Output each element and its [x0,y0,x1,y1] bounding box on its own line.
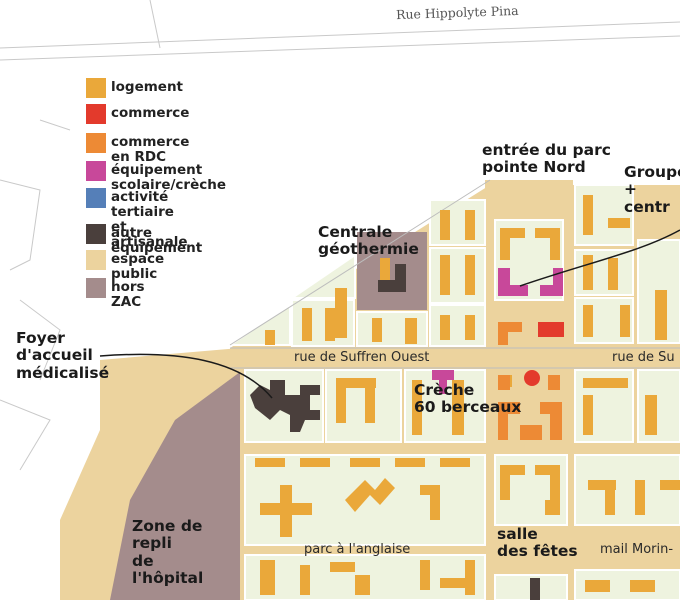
legend-label: hors ZAC [111,279,145,310]
label-groupe-scolaire: Groupe + centr [624,164,680,216]
commerce-buildings [524,322,564,386]
legend-item-school: équipement scolaire/crèche [86,161,226,193]
street-parc-a-langlaise: parc à l'anglaise [304,542,411,557]
label-zone-repli: Zone de repli de l'hôpital [132,517,204,588]
legend-label: autre équipement [111,225,203,256]
street-rue-de-suffren-ouest: rue de Suffren Ouest [294,350,430,365]
legend-swatch [86,188,106,208]
legend-swatch [86,133,106,153]
label-foyer-accueil: Foyer d'accueil médicalisé [16,329,110,382]
label-entree-parc: entrée du parc pointe Nord [482,141,611,177]
legend-item-hors-zac: hors ZAC [86,278,145,310]
legend-item-logement: logement [86,78,183,98]
school-buildings [432,268,563,394]
legend-swatch [86,250,106,270]
legend-label: logement [111,79,184,95]
legend-swatch [86,278,106,298]
street-rue-de-suffren-right: rue de Su [612,350,675,365]
legend-label: équipement scolaire/crèche [111,162,227,193]
legend-swatch [86,104,106,124]
legend-item-commerce-rdc: commerce en RDC [86,133,189,165]
legend-label: commerce en RDC [111,134,190,165]
legend-item-tertiary: activité tertiaire et artisanale [86,188,188,250]
legend-label: activité tertiaire et artisanale [111,189,188,250]
label-creche: Crèche 60 berceaux [414,381,522,417]
leader-lines [99,229,680,399]
commerce-rdc-buildings [498,322,562,440]
label-centrale-geothermie: Centrale géothermie [318,223,419,259]
background-street-lines [0,0,680,471]
hors-zac-zone-hospital [110,372,240,600]
legend-item-public-space: espace public [86,250,164,282]
legend-swatch [86,78,106,98]
legend-item-other-facility: autre équipement [86,224,202,256]
legend-label: commerce [111,105,190,121]
street-mail-morin: mail Morin- [600,542,674,557]
logement-buildings [255,195,680,595]
legend-label: espace public [111,251,165,282]
legend-item-commerce: commerce [86,104,189,124]
label-salle-fetes: salle des fêtes [497,525,578,561]
legend-swatch [86,161,106,181]
road-outlines [229,179,680,369]
hors-zac-zone-centrale [357,232,427,310]
legend-swatch [86,224,106,244]
